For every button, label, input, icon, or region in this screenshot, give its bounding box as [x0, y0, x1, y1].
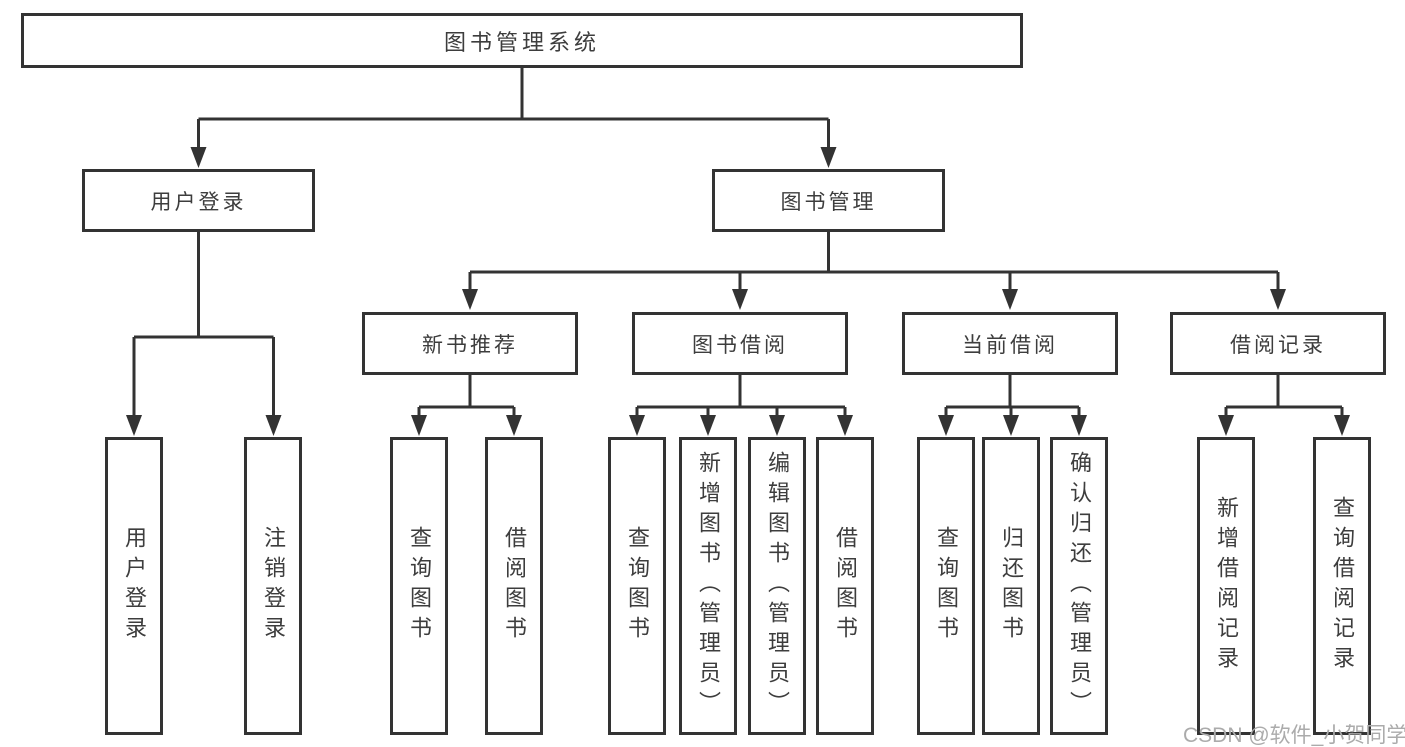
node-book-borrow-label: 图书借阅	[692, 333, 788, 357]
arrowhead-icon	[411, 415, 427, 436]
node-borrow-records: 借阅记录	[1170, 312, 1386, 375]
leaf-current-confirm-return-admin-label: 确认归还（管理员）	[1067, 451, 1092, 721]
node-user-login-label: 用户登录	[150, 190, 247, 214]
node-root-label: 图书管理系统	[443, 29, 600, 55]
leaf-current-confirm-return-admin: 确认归还（管理员）	[1050, 437, 1108, 735]
leaf-user-login: 用户登录	[105, 437, 163, 735]
arrowhead-icon	[837, 415, 853, 436]
arrowhead-icon	[938, 415, 954, 436]
arrowhead-icon	[732, 289, 748, 310]
arrowhead-icon	[1003, 415, 1019, 436]
leaf-borrow-query-books: 查询图书	[608, 437, 666, 735]
arrowhead-icon	[126, 415, 142, 436]
leaf-current-query-books: 查询图书	[917, 437, 975, 735]
node-borrow-records-label: 借阅记录	[1230, 333, 1326, 357]
node-new-book-recommend-label: 新书推荐	[422, 333, 518, 357]
leaf-records-add-record-label: 新增借阅记录	[1214, 496, 1239, 676]
node-book-management-label: 图书管理	[780, 190, 877, 214]
leaf-records-query-record: 查询借阅记录	[1313, 437, 1371, 735]
leaf-user-login-label: 用户登录	[122, 526, 147, 646]
arrowhead-icon	[1002, 289, 1018, 310]
arrowhead-icon	[1270, 289, 1286, 310]
leaf-current-query-books-label: 查询图书	[934, 526, 959, 646]
leaf-records-query-record-label: 查询借阅记录	[1330, 496, 1355, 676]
connector-path	[132, 68, 1344, 418]
leaf-borrow-add-books-admin: 新增图书（管理员）	[679, 437, 737, 735]
arrowhead-icon	[820, 147, 837, 168]
arrowhead-icon	[1218, 415, 1234, 436]
arrowhead-icon	[769, 415, 785, 436]
leaf-recommend-query-books: 查询图书	[390, 437, 448, 735]
leaf-recommend-borrow-books-label: 借阅图书	[502, 526, 527, 646]
leaf-borrow-query-books-label: 查询图书	[625, 526, 650, 646]
leaf-borrow-edit-books-admin: 编辑图书（管理员）	[748, 437, 806, 735]
watermark: CSDN @软件_小贺同学	[1183, 719, 1405, 747]
node-root: 图书管理系统	[21, 13, 1023, 68]
arrowhead-icon	[700, 415, 716, 436]
arrowhead-icon	[1334, 415, 1350, 436]
arrowhead-icon	[506, 415, 522, 436]
node-current-borrow: 当前借阅	[902, 312, 1118, 375]
node-book-management: 图书管理	[712, 169, 945, 232]
arrowhead-icon	[190, 147, 207, 168]
leaf-borrow-add-books-admin-label: 新增图书（管理员）	[696, 451, 721, 721]
leaf-current-return-books-label: 归还图书	[999, 526, 1024, 646]
arrowhead-icon	[629, 415, 645, 436]
leaf-borrow-edit-books-admin-label: 编辑图书（管理员）	[765, 451, 790, 721]
node-book-borrow: 图书借阅	[632, 312, 848, 375]
leaf-logout-label: 注销登录	[261, 526, 286, 646]
arrowhead-icon	[462, 289, 478, 310]
node-user-login: 用户登录	[82, 169, 315, 232]
leaf-recommend-borrow-books: 借阅图书	[485, 437, 543, 735]
watermark-text: CSDN @软件_小贺同学	[1183, 724, 1405, 747]
leaf-current-return-books: 归还图书	[982, 437, 1040, 735]
leaf-records-add-record: 新增借阅记录	[1197, 437, 1255, 735]
arrowhead-icon	[1071, 415, 1087, 436]
leaf-borrow-borrow-books: 借阅图书	[816, 437, 874, 735]
leaf-logout: 注销登录	[244, 437, 302, 735]
leaf-borrow-borrow-books-label: 借阅图书	[833, 526, 858, 646]
node-current-borrow-label: 当前借阅	[962, 333, 1058, 357]
leaf-recommend-query-books-label: 查询图书	[407, 526, 432, 646]
arrowhead-icon	[265, 415, 282, 436]
node-new-book-recommend: 新书推荐	[362, 312, 578, 375]
